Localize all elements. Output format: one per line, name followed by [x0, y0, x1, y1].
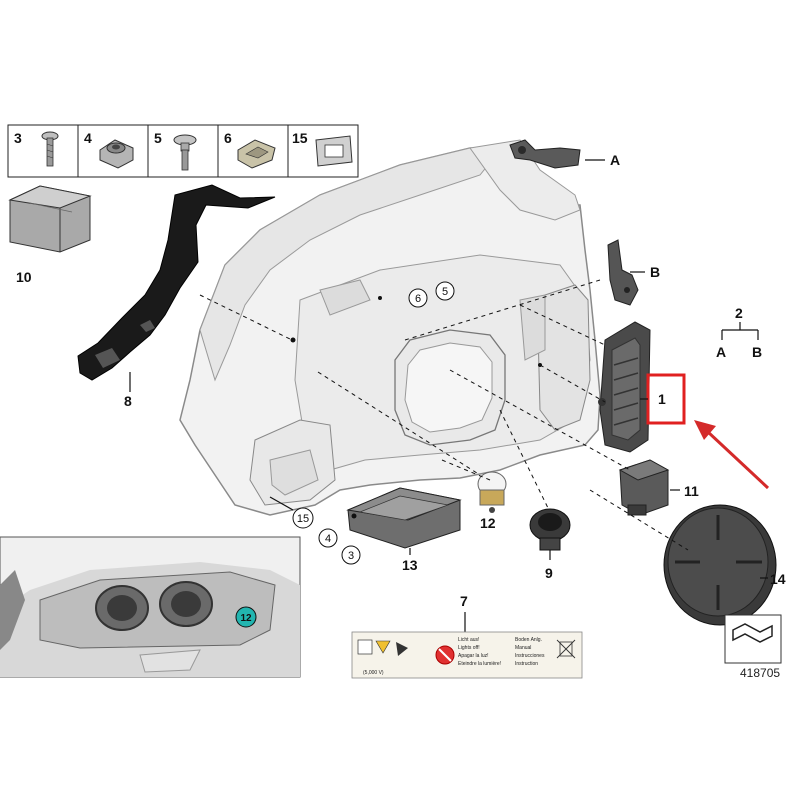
bracket-15-icon — [315, 135, 353, 167]
part-11-ballast-icon — [618, 459, 670, 516]
bin-icon — [556, 639, 576, 659]
warning-label-sheet: (5,000 V) Licht aus! Lights off! Apagar … — [351, 631, 583, 679]
svg-text:3: 3 — [348, 550, 354, 562]
lamp-warning-icon — [357, 639, 408, 656]
label-line-2: Lights off! — [458, 645, 480, 651]
parts-strip: 3 4 5 6 15 — [7, 124, 359, 178]
svg-text:15: 15 — [297, 513, 309, 525]
label-voltage: (5,000 V) — [363, 670, 384, 676]
callout-12: 12 — [480, 515, 496, 531]
callout-2-a: A — [716, 344, 726, 360]
part-8-bracket-icon — [77, 184, 276, 381]
callout-10: 10 — [16, 269, 32, 285]
label-col2-4: Instruction — [515, 661, 538, 667]
strip-label-5: 5 — [154, 130, 162, 146]
strip-label-4: 4 — [84, 130, 92, 146]
callout-15-circle: 15 — [292, 507, 314, 529]
callout-14: 14 — [770, 571, 786, 587]
diagram-number: 418705 — [740, 666, 780, 680]
label-line-3: Apagar la luz! — [458, 653, 489, 659]
clip-6-icon — [237, 139, 276, 169]
label-col2-2: Manual — [515, 645, 531, 651]
label-line-1: Licht aus! — [458, 637, 479, 643]
callout-9: 9 — [545, 565, 553, 581]
label-col2-1: Boden Anlg. — [515, 637, 542, 643]
part-13-control-unit-icon — [346, 487, 462, 549]
callout-1: 1 — [658, 391, 666, 407]
strip-label-3: 3 — [14, 130, 22, 146]
leader-lines — [199, 279, 689, 551]
part-9-socket-icon — [529, 508, 571, 551]
diagram-id-box — [724, 614, 782, 664]
screw-5-icon — [173, 134, 197, 171]
bracket-a-icon — [509, 139, 581, 169]
callout-8: 8 — [124, 393, 132, 409]
part-2-tree: 2 A B — [716, 305, 762, 360]
part-10-block-icon — [8, 185, 92, 253]
inset-car-photo — [0, 536, 301, 678]
nut-clip-4-icon — [99, 139, 134, 169]
callout-4-circle: 4 — [318, 528, 338, 548]
label-col2-3: Instrucciones — [515, 653, 545, 659]
callout-3-circle: 3 — [341, 545, 361, 565]
callout-b: B — [650, 264, 660, 280]
part-12-bulb-icon — [477, 471, 507, 513]
callout-a: A — [610, 152, 620, 168]
svg-text:4: 4 — [325, 533, 331, 545]
svg-text:6: 6 — [415, 293, 421, 305]
label-line-4: Eteindre la lumière! — [458, 661, 501, 667]
highlight-box — [646, 373, 686, 425]
callout-2-b: B — [752, 344, 762, 360]
headlight-housing — [179, 139, 601, 516]
part-14-cap-icon — [663, 504, 777, 626]
strip-label-15: 15 — [292, 130, 308, 146]
callout-7: 7 — [460, 593, 468, 609]
callout-2: 2 — [735, 305, 743, 321]
callout-13: 13 — [402, 557, 418, 573]
screw-3-icon — [41, 131, 59, 167]
bracket-b-icon — [607, 239, 639, 306]
svg-text:5: 5 — [442, 286, 448, 298]
part-1-cover-icon — [598, 321, 651, 453]
callout-5-circle: 5 — [435, 281, 455, 301]
red-arrow-icon — [694, 420, 770, 490]
callout-11: 11 — [684, 483, 699, 499]
strip-label-6: 6 — [224, 130, 232, 146]
callout-6-circle: 6 — [408, 288, 428, 308]
inset-callout-12: 12 — [240, 613, 252, 624]
